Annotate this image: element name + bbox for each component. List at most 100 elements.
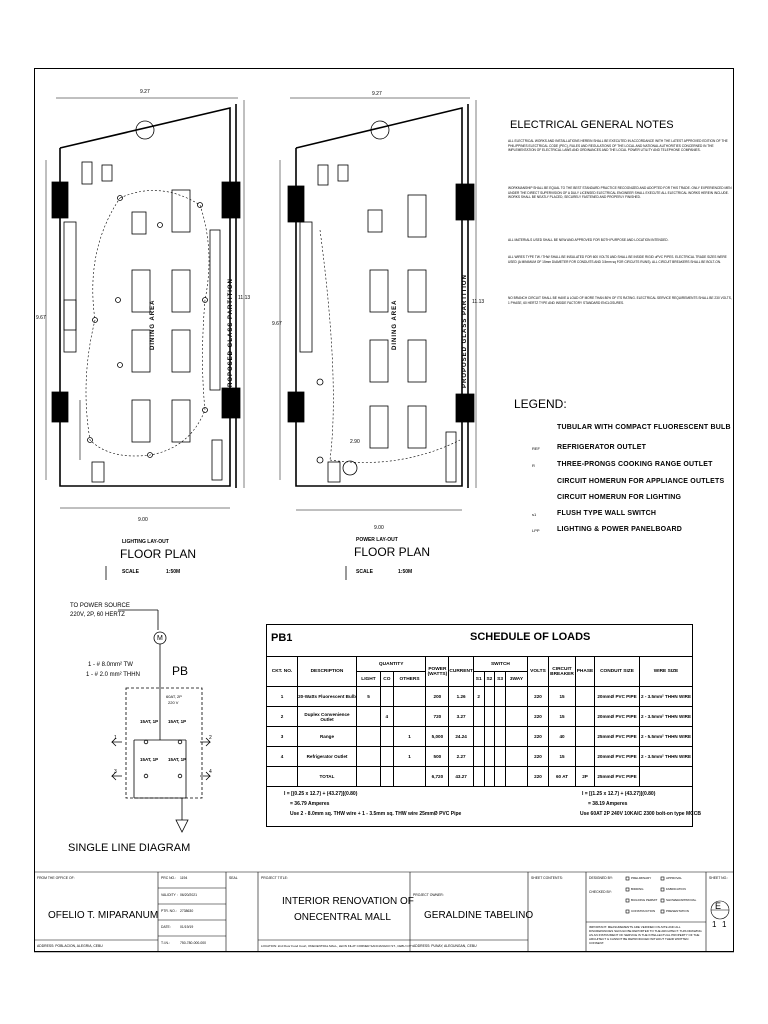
tb-location: LOCATION: 2nd Floor Food Court, ONECENTR…	[261, 944, 414, 948]
calc-right-1: I = [(1.25 x 12.7) + (43.27)](0.80)	[582, 791, 656, 797]
tb-project-label: PROJECT TITLE:	[261, 876, 288, 880]
cell-power: 500	[425, 746, 450, 767]
notes-title: ELECTRICAL GENERAL NOTES	[510, 119, 674, 131]
cell-s1	[472, 746, 485, 767]
sld-breaker-4: 15AT, 1P	[168, 757, 187, 762]
left-partition-label: PROPOSED GLASS PARTITION	[228, 278, 234, 392]
legend-item-7: LIGHTING & POWER PANELBOARD	[557, 526, 683, 533]
th-light: LIGHT	[356, 671, 381, 687]
sld-circuit-1: 1	[114, 735, 117, 741]
th-wire: WIRE SIZE	[639, 656, 693, 687]
tb-seal: SEAL	[229, 876, 238, 880]
cell-s2	[483, 686, 496, 707]
cell-total-volts: 220	[527, 766, 549, 787]
table-row: 3 Range 1 5,000 24.24 220 40 25mmØ PVC P…	[266, 726, 693, 747]
cell-co	[379, 726, 394, 747]
sld-title: SINGLE LINE DIAGRAM	[68, 842, 191, 854]
calc-right-3: Use 60AT 2P 240V 10KAIC 2300 bolt-on typ…	[580, 811, 701, 817]
right-dim-left: 9.67	[272, 321, 282, 327]
cell-current: 2.27	[448, 746, 474, 767]
tb-sheet-label: SHEET NO.:	[709, 876, 729, 880]
tb-tin-value: 750-780-000-000	[180, 941, 207, 945]
legend-symbol-6: s1	[532, 512, 537, 517]
tb-issue-4: FABRICATION	[666, 887, 686, 891]
sld-circuit-3: 3	[114, 769, 117, 775]
legend-title: LEGEND:	[514, 397, 567, 411]
sld-meter: M	[157, 635, 163, 642]
th-3way: 3WAY	[504, 671, 529, 687]
cell-s2	[483, 746, 496, 767]
right-partition-label: PROPOSED GLASS PARTITION	[462, 274, 468, 388]
cell-total-label: TOTAL	[297, 766, 357, 787]
legend-item-5: CIRCUIT HOMERUN FOR LIGHTING	[557, 494, 682, 501]
tb-issue-2: APPROVAL	[666, 876, 682, 880]
tb-engineer: OFELIO T. MIPARANUM	[48, 910, 159, 921]
tb-sheet-total: 1	[722, 920, 727, 929]
calc-left-2: = 36.79 Amperes	[290, 801, 330, 807]
schedule-panel: PB1	[271, 632, 293, 644]
calc-right-2: = 38.19 Amperes	[588, 801, 628, 807]
tb-validity-label: VALIDITY :	[161, 893, 178, 897]
table-row: 4 Refrigerator Outlet 1 500 2.27 220 15 …	[266, 746, 693, 767]
cell-s1	[472, 726, 485, 747]
th-current: CURRENT	[448, 656, 474, 687]
sld-source-spec: 220V, 2P, 60 HERTZ	[70, 612, 125, 618]
cell-light	[356, 706, 381, 727]
cell-volts: 220	[527, 726, 549, 747]
tb-issue-5: BUILDING PERMIT	[631, 898, 658, 902]
cell-s3	[494, 686, 506, 707]
th-breaker: CIRCUIT BREAKER	[548, 656, 576, 687]
cell-volts: 220	[527, 686, 549, 707]
right-plan-sub: POWER LAY-OUT	[356, 537, 398, 543]
note-1: ALL ELECTRICAL WORKS AND INSTALLATIONS H…	[508, 139, 728, 153]
tb-contents-label: SHEET CONTENTS:	[531, 876, 563, 880]
calc-left-3: Use 2 - 8.0mm sq. THW wire + 1 - 3.5mm s…	[290, 811, 462, 817]
table-row: 2 Duplex Convenience Outlet 4 720 3.27 2…	[266, 706, 693, 727]
tb-validity-value: 06/20/2021	[180, 893, 197, 897]
cell-phase	[575, 686, 595, 707]
cell-light	[356, 746, 381, 767]
cell-others	[392, 706, 427, 727]
cell-breaker: 15	[548, 686, 576, 707]
cell-3way	[504, 746, 529, 767]
sld-main-volt: 220 V	[168, 700, 179, 705]
sld-panel: PB	[172, 664, 189, 678]
tb-owner-address: ADDRESS: PUNAY, ALEGUNGAN, CEBU	[413, 944, 477, 948]
th-others: OTHERS	[392, 671, 427, 687]
tb-designed: DESIGNED BY:	[589, 876, 613, 880]
sld-source: TO POWER SOURCE	[70, 603, 130, 609]
sld-circuit-4: 4	[209, 769, 212, 775]
cell-s1	[472, 706, 485, 727]
legend-symbol-2: REF	[532, 446, 540, 451]
sld-circuit-2: 2	[209, 735, 212, 741]
th-s3: S3	[494, 671, 506, 687]
legend-item-4: CIRCUIT HOMERUN FOR APPLIANCE OUTLETS	[557, 478, 725, 485]
cell-volts: 220	[527, 706, 549, 727]
note-4: ALL WIRES TYPE TW / THW SHALL BE INSULAT…	[508, 255, 727, 264]
cell-conduit: 25mmØ PVC PIPE	[594, 726, 640, 747]
tb-address: ADDRESS: POBLACION, ALEGRIA, CEBU	[37, 944, 103, 948]
tb-sheet-num: 1	[712, 920, 717, 929]
cell-others: 1	[392, 726, 427, 747]
legend-item-2: REFRIGERATOR OUTLET	[557, 444, 647, 451]
right-dim-right: 11.13	[472, 299, 485, 305]
tb-ptr-value: 2738630	[180, 909, 194, 913]
cell-s2	[483, 706, 496, 727]
tb-tin-label: T.I.N.:	[161, 941, 170, 945]
cell-others: 1	[392, 746, 427, 767]
left-dim-top: 9.27	[140, 89, 150, 95]
tb-owner-label: PROJECT OWNER:	[413, 893, 444, 897]
cell-co	[379, 746, 394, 767]
cell-total-breaker: 60 AT	[548, 766, 576, 787]
cell-power: 200	[425, 686, 450, 707]
th-s2: S2	[483, 671, 496, 687]
tb-issue-7: CONSTRUCTION	[631, 909, 656, 913]
legend-symbol-3: R	[532, 463, 535, 468]
cell-wire: 2 - 5.5mm² THHN WIRE	[639, 726, 693, 747]
left-plan-sub: LIGHTING LAY-OUT	[122, 539, 169, 545]
cell-co: 4	[379, 706, 394, 727]
cell-s3	[494, 746, 506, 767]
th-desc: DESCRIPTION	[297, 656, 357, 687]
cell-s1: 2	[472, 686, 485, 707]
